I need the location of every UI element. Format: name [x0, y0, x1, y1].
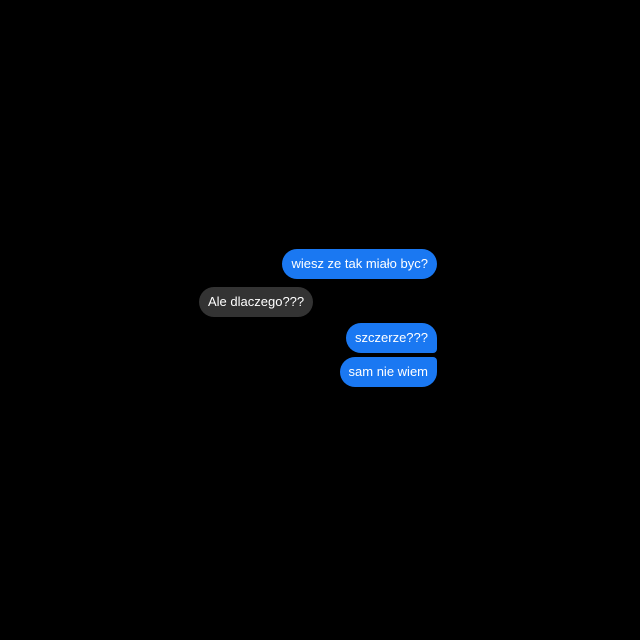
message-bubble-sent[interactable]: sam nie wiem — [339, 357, 437, 387]
message-bubble-received[interactable]: Ale dlaczego??? — [199, 287, 314, 317]
message-bubble-sent[interactable]: wiesz ze tak miało byc? — [282, 249, 437, 279]
message-bubble-sent[interactable]: szczerze??? — [346, 323, 437, 353]
